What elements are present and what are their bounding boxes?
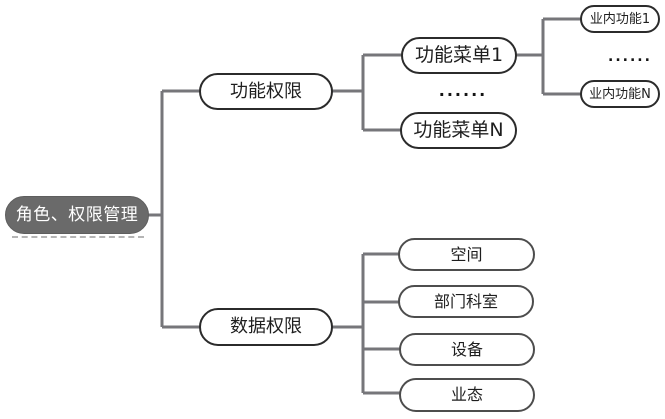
node-inner-function-n[interactable]: 业内功能N xyxy=(580,80,660,108)
node-function-menu-n[interactable]: 功能菜单N xyxy=(400,112,517,149)
connector-data-children xyxy=(332,252,400,395)
ellipsis-function-menus: ...... xyxy=(438,81,488,100)
connector-menu1-inner xyxy=(516,17,581,96)
node-data-permission[interactable]: 数据权限 xyxy=(199,308,333,346)
node-department[interactable]: 部门科室 xyxy=(398,285,534,318)
connector-function-menus xyxy=(332,53,402,132)
node-function-menu-1[interactable]: 功能菜单1 xyxy=(401,37,517,74)
node-space[interactable]: 空间 xyxy=(398,238,535,271)
node-business-type[interactable]: 业态 xyxy=(399,378,535,412)
node-role-permission-management[interactable]: 角色、权限管理 xyxy=(5,196,149,234)
node-function-permission[interactable]: 功能权限 xyxy=(199,73,333,110)
root-node-shadow xyxy=(12,236,144,238)
connector-root-branches xyxy=(148,89,200,329)
node-inner-function-1[interactable]: 业内功能1 xyxy=(580,5,660,33)
node-device[interactable]: 设备 xyxy=(399,333,535,366)
ellipsis-inner-functions: ...... xyxy=(608,49,652,65)
